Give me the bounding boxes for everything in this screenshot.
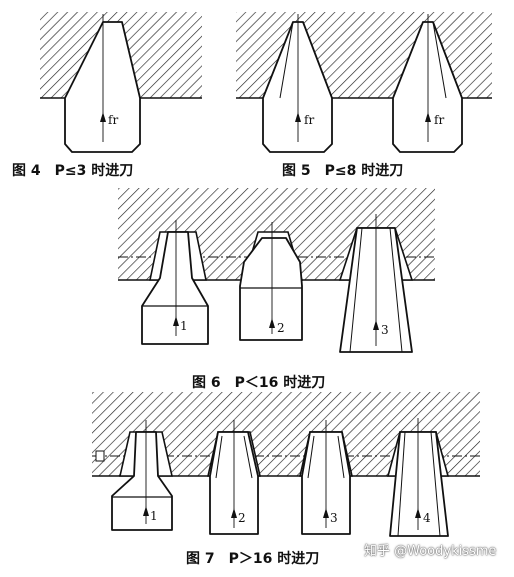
feed-arrow-icon [373, 320, 379, 330]
feed-arrow-icon [415, 508, 421, 518]
tool-edge-inner [215, 435, 223, 479]
feed-arrow-icon [143, 506, 149, 516]
tool-3: 3 [338, 214, 414, 353]
tool-body [111, 431, 173, 531]
tool-body [141, 231, 209, 345]
tool-number: 4 [423, 511, 431, 525]
tool-edge-inner [243, 435, 253, 479]
tool-number: 1 [180, 319, 188, 333]
tool-2: 2 [239, 222, 304, 341]
feed-label: fr [434, 113, 444, 127]
tool-3: 3 [298, 420, 354, 535]
figure-6: 1 2 3 [118, 188, 435, 353]
tool-edge-inner [432, 21, 447, 99]
feed-arrow-icon [425, 112, 431, 122]
tool-edge-inner [279, 21, 294, 99]
tool-number: 1 [150, 509, 158, 523]
tool-number: 2 [238, 511, 246, 525]
tool-edge-inner [389, 227, 403, 353]
figure-4-caption: 图 4 P≤3 时进刀 [12, 163, 134, 179]
tool-number: 2 [277, 321, 285, 335]
tool-2: 2 [206, 420, 262, 535]
tool-edge-inner [337, 435, 345, 479]
feed-arrow-icon [100, 112, 106, 122]
figure-5-caption: 图 5 P≤8 时进刀 [282, 163, 404, 179]
tool-edge-inner [349, 227, 363, 353]
figure-7: 1 2 3 4 [92, 392, 480, 537]
tool-edge-inner [307, 435, 315, 479]
tool-1: 1 [141, 220, 209, 345]
tool-edge-inner [397, 431, 406, 537]
tool-1: 1 [111, 420, 174, 531]
figure-5: fr fr [236, 12, 492, 153]
tool-body [239, 237, 303, 341]
tool-body-right [392, 21, 463, 153]
tool-body [64, 21, 141, 153]
feed-arrow-icon [231, 508, 237, 518]
feed-label: fr [304, 113, 314, 127]
watermark: 知乎 @Woodykissme [364, 544, 497, 559]
figure-7-caption: 图 7 P＞16 时进刀 [186, 551, 320, 567]
feed-label: fr [108, 113, 118, 127]
tool-body-left [262, 21, 333, 153]
reference-mark [95, 450, 105, 462]
figure-6-caption: 图 6 P＜16 时进刀 [192, 375, 326, 391]
tool-number: 3 [381, 323, 389, 337]
tool-edge-inner [430, 431, 441, 537]
figure-4: fr [40, 12, 202, 153]
feed-arrow-icon [295, 112, 301, 122]
feed-arrow-icon [269, 318, 275, 328]
feed-arrow-icon [173, 316, 179, 326]
feed-arrow-icon [323, 508, 329, 518]
tool-number: 3 [330, 511, 338, 525]
tool-4: 4 [386, 418, 450, 537]
